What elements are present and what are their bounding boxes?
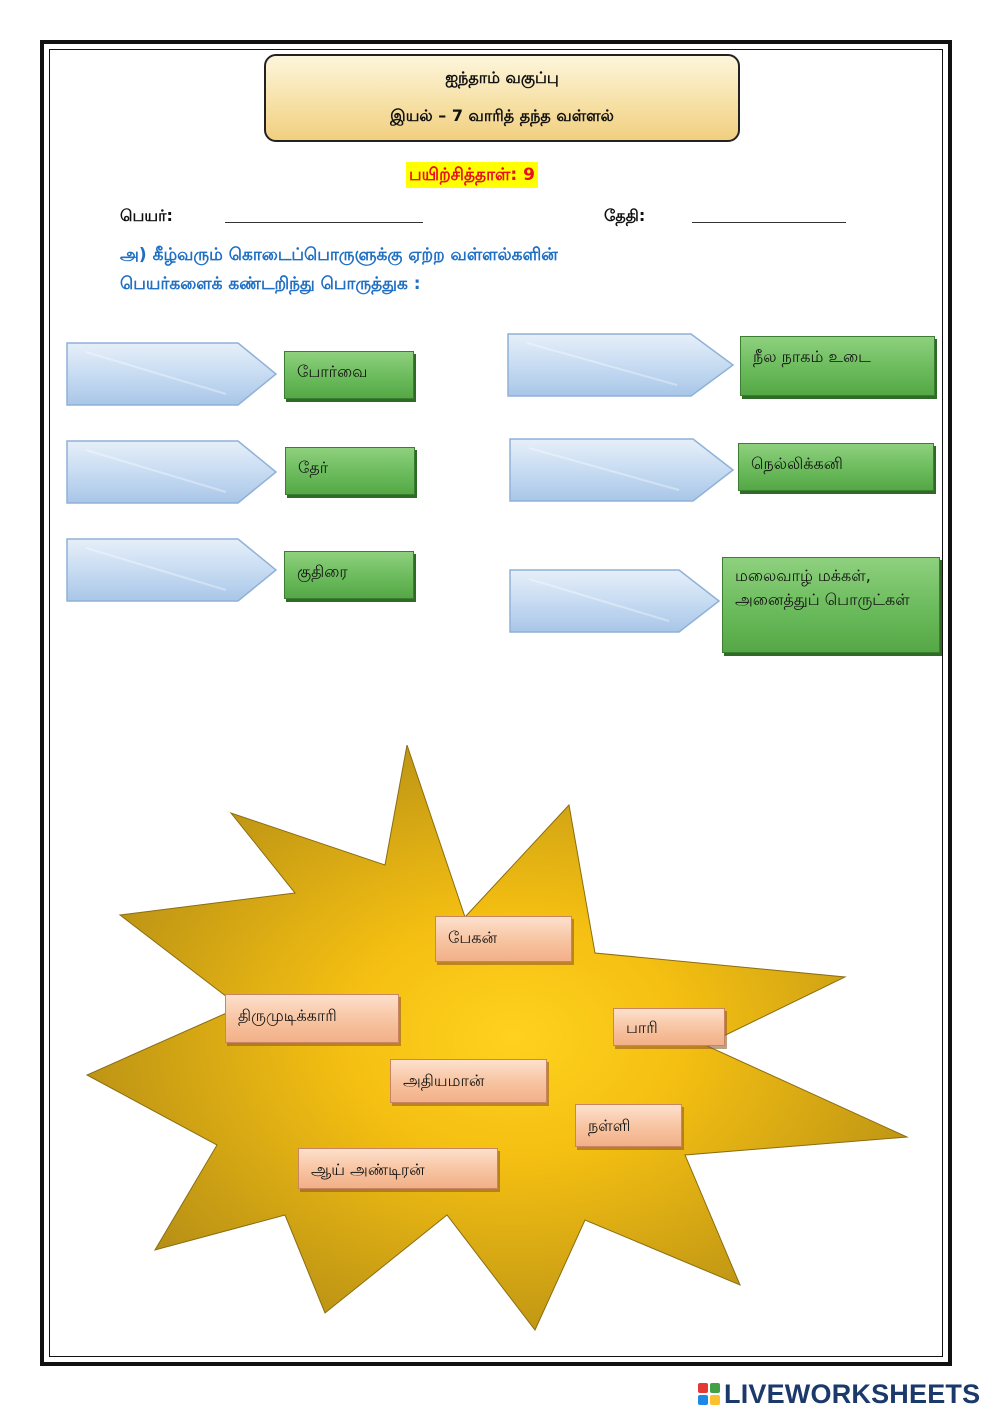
worksheet-inner-border: [49, 49, 943, 1357]
date-blank-line[interactable]: [692, 222, 846, 223]
gift-item-4: நீல நாகம் உடை: [740, 336, 935, 396]
worksheet-number-label: பயிற்சித்தாள்: 9: [406, 162, 538, 188]
name-blank-line[interactable]: [225, 222, 423, 223]
drop-arrow-left-2[interactable]: [66, 440, 278, 504]
lesson-title: இயல் – 7 வாரித் தந்த வள்ளல்: [390, 106, 614, 125]
gift-item-5: நெல்லிக்கனி: [738, 443, 934, 491]
drop-arrow-left-1[interactable]: [66, 342, 278, 406]
liveworksheets-text: LIVEWORKSHEETS: [724, 1378, 981, 1409]
drop-arrow-right-3[interactable]: [509, 569, 721, 633]
name-chip-paari[interactable]: பாரி: [613, 1008, 725, 1046]
name-chip-thirumudikkari[interactable]: திருமுடிக்காரி: [225, 994, 399, 1043]
gift-item-2: தேர்: [285, 447, 415, 495]
name-chip-pegan[interactable]: பேகன்: [435, 916, 572, 962]
gift-item-6: மலைவாழ் மக்கள், அனைத்துப் பொருட்கள்: [722, 557, 940, 653]
liveworksheets-watermark: LIVEWORKSHEETS: [698, 1378, 980, 1410]
worksheet-border: [40, 40, 952, 1366]
gift-item-1: போர்வை: [284, 351, 414, 399]
name-chip-athiyaman[interactable]: அதியமான்: [390, 1059, 547, 1103]
starburst-shape: [85, 743, 915, 1339]
header-box: ஐந்தாம் வகுப்பு இயல் – 7 வாரித் தந்த வள்…: [264, 54, 740, 142]
instruction-line-1: அ) கீழ்வரும் கொடைப்பொருளுக்கு ஏற்ற வள்ளல…: [120, 245, 558, 265]
date-label: தேதி:: [604, 206, 646, 225]
liveworksheets-logo-icon: [698, 1383, 720, 1405]
gift-item-3: குதிரை: [284, 551, 414, 599]
name-chip-nalli[interactable]: நள்ளி: [575, 1104, 682, 1147]
name-chip-aay-andiran[interactable]: ஆய் அண்டிரன்: [298, 1148, 498, 1189]
instruction-line-2: பெயர்களைக் கண்டறிந்து பொருத்துக :: [120, 274, 421, 294]
grade-title: ஐந்தாம் வகுப்பு: [445, 68, 559, 87]
drop-arrow-left-3[interactable]: [66, 538, 278, 602]
drop-arrow-right-2[interactable]: [509, 438, 735, 502]
name-label: பெயர்:: [120, 206, 173, 225]
drop-arrow-right-1[interactable]: [507, 333, 735, 397]
